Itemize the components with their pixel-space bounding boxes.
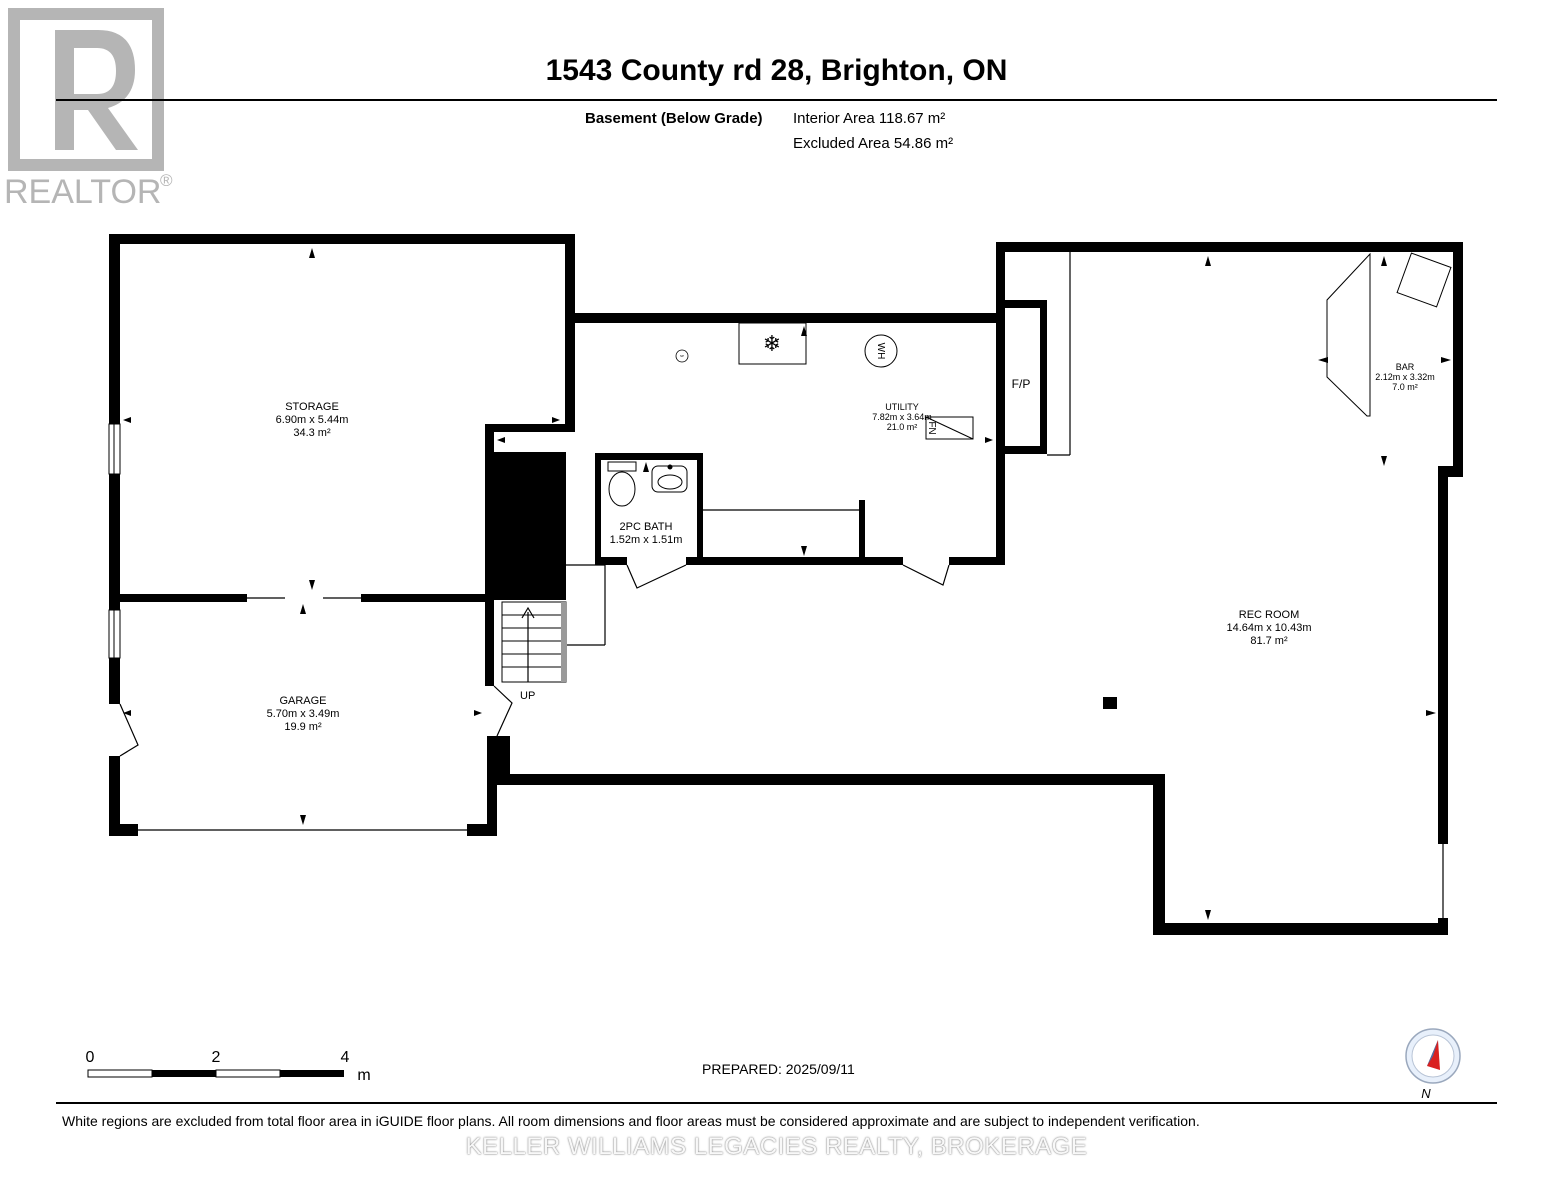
sump-pump-label: SP [680,354,684,358]
north-label: N [1421,1086,1431,1101]
compass-icon: N [1405,1028,1461,1101]
bar-appliance-icon [1396,252,1452,308]
furnace-label: FN [926,421,937,434]
level-label: Basement (Below Grade) [585,110,763,127]
brokerage-watermark: KELLER WILLIAMS LEGACIES REALTY, BROKERA… [465,1133,1088,1160]
realtor-logo-text: REALTOR [4,173,161,211]
toilet-icon [608,471,636,507]
garage-dims: 5.70m x 3.49m [267,708,340,720]
windows [108,423,121,659]
water-heater-label: WH [875,343,886,360]
rec-room-dims: 14.64m x 10.43m [1227,622,1312,634]
scale-unit: m [357,1067,370,1084]
doors [119,564,950,757]
bath-fixtures [607,461,688,507]
realtor-logo: REALTOR ® [4,8,173,211]
fireplace-label: F/P [1012,377,1031,391]
rec-room-area: 81.7 m² [1250,635,1288,647]
rec-room-name: REC ROOM [1239,609,1300,621]
walls [109,234,1463,935]
freezer-icon [738,322,807,365]
room-labels: STORAGE 6.90m x 5.44m 34.3 m² UTILITY 7.… [267,362,1435,733]
water-heater-icon [864,334,898,368]
storage-name: STORAGE [285,401,339,413]
bar-dims: 2.12m x 3.32m [1375,372,1435,382]
bath-name: 2PC BATH [620,521,673,533]
bar-counter [1326,252,1452,417]
sump-pump-icon [675,349,689,363]
bar-name: BAR [1396,362,1415,372]
prepared-date: PREPARED: 2025/09/11 [702,1061,855,1077]
utility-fixtures: ❄ WH SP FN [675,322,974,440]
thin-walls [138,252,1444,918]
snowflake-icon: ❄ [763,332,781,357]
registered-mark: ® [160,171,173,190]
stairs: UP [501,601,567,702]
garage-area: 19.9 m² [284,721,322,733]
page-title: 1543 County rd 28, Brighton, ON [545,54,1008,87]
bar-area: 7.0 m² [1392,382,1418,392]
garage-name: GARAGE [279,695,326,707]
excluded-area: Excluded Area 54.86 m² [793,135,954,152]
stairs-label: UP [520,690,535,702]
interior-area: Interior Area 118.67 m² [793,110,946,127]
scale-label-2: 2 [212,1049,221,1066]
utility-dims: 7.82m x 3.64m [872,412,932,422]
disclaimer: White regions are excluded from total fl… [62,1113,1200,1129]
utility-area: 21.0 m² [887,422,918,432]
storage-dims: 6.90m x 5.44m [276,414,349,426]
scale-label-0: 0 [86,1049,95,1066]
toilet-tank-icon [607,461,637,472]
scale-label-4: 4 [341,1049,350,1066]
dimension-arrows [123,248,1451,920]
bath-dims: 1.52m x 1.51m [610,534,683,546]
utility-name: UTILITY [885,402,919,412]
storage-area: 34.3 m² [293,427,331,439]
scale-bar: 0 2 4 m [86,1049,371,1084]
